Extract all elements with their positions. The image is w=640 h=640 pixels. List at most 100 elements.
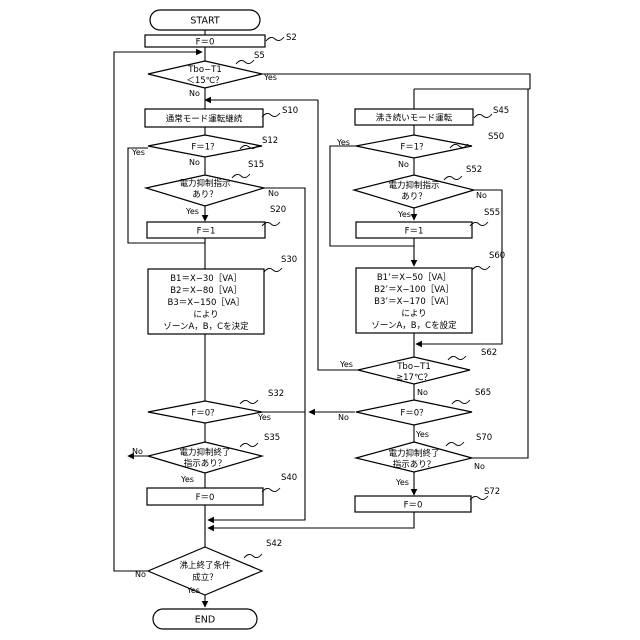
- svg-text:≧17℃？: ≧17℃？: [396, 373, 432, 383]
- yes-label: Yes: [395, 478, 409, 487]
- step-s20-box: F＝1: [147, 222, 265, 238]
- end-terminal: END: [153, 609, 257, 629]
- step-s35-decision: 電力抑制終了 指示あり？: [148, 442, 262, 473]
- start-label: START: [190, 16, 220, 27]
- svg-text:により: により: [401, 309, 426, 319]
- yes-label: Yes: [180, 475, 194, 484]
- step-s40-box: F＝0: [147, 488, 263, 505]
- step-label: S20: [270, 205, 286, 215]
- step-s30-box: B1＝X−30［VA］ B2＝X−80［VA］ B3＝X−150［VA］ により…: [148, 269, 264, 334]
- svg-text:F＝0: F＝0: [196, 493, 215, 503]
- step-label: S52: [466, 165, 482, 175]
- step-s60-box: B1’＝X−50［VA］ B2’＝X−100［VA］ B3’＝X−170［VA］…: [356, 268, 472, 333]
- yes-label: Yes: [397, 210, 411, 219]
- step-s55-box: F＝1: [356, 222, 472, 238]
- svg-text:F＝1: F＝1: [405, 227, 424, 237]
- end-label: END: [195, 615, 215, 626]
- svg-text:F＝0？: F＝0？: [191, 409, 218, 419]
- no-label: No: [268, 189, 279, 198]
- step-s10-box: 通常モード運転継続: [145, 109, 263, 127]
- svg-text:F＝1？: F＝1？: [191, 143, 218, 153]
- start-terminal: START: [150, 10, 260, 30]
- step-s45-box: 沸き続いモード運転: [355, 109, 473, 125]
- no-label: No: [338, 413, 349, 422]
- yes-label: Yes: [415, 430, 429, 439]
- no-label: No: [189, 89, 200, 98]
- no-label: No: [476, 191, 487, 200]
- svg-text:F＝0: F＝0: [404, 501, 423, 511]
- no-label: No: [132, 447, 143, 456]
- step-s70-decision: 電力抑制終了 指示あり？: [356, 442, 472, 472]
- svg-text:電力抑制終了: 電力抑制終了: [179, 447, 230, 458]
- svg-text:あり？: あり？: [192, 190, 218, 200]
- step-label: S70: [476, 433, 492, 443]
- svg-text:指示あり？: 指示あり？: [184, 458, 227, 469]
- svg-text:通常モード運転継続: 通常モード運転継続: [166, 114, 243, 125]
- step-label: S30: [281, 255, 297, 265]
- step-label: S32: [268, 389, 284, 399]
- yes-label: Yes: [336, 138, 350, 147]
- svg-text:F＝0: F＝0: [196, 38, 215, 48]
- svg-text:Tbo−T1: Tbo−T1: [396, 362, 431, 372]
- svg-text:B2＝X−80［VA］: B2＝X−80［VA］: [170, 286, 242, 296]
- yes-label: Yes: [263, 73, 277, 82]
- step-label: S40: [281, 473, 297, 483]
- step-s50-decision: F＝1？: [356, 135, 472, 158]
- svg-text:沸上終了条件: 沸上終了条件: [179, 560, 231, 571]
- step-s42-decision: 沸上終了条件 成立？: [148, 547, 262, 595]
- step-label: S5: [254, 51, 265, 61]
- yes-label: Yes: [257, 413, 271, 422]
- step-label: S35: [264, 433, 280, 443]
- step-label: S2: [286, 33, 297, 43]
- step-label: S65: [475, 388, 491, 398]
- svg-text:B1＝X−30［VA］: B1＝X−30［VA］: [170, 274, 242, 284]
- step-s62-decision: Tbo−T1 ≧17℃？: [358, 357, 470, 384]
- step-label: S10: [282, 106, 298, 116]
- yes-label: Yes: [131, 148, 145, 157]
- step-s72-box: F＝0: [355, 496, 471, 512]
- svg-text:Tbo−T1: Tbo−T1: [187, 65, 222, 75]
- svg-text:により: により: [193, 310, 218, 320]
- svg-text:成立？: 成立？: [192, 572, 218, 583]
- svg-text:ゾーンA，B，Cを決定: ゾーンA，B，Cを決定: [163, 321, 249, 332]
- svg-text:＜15℃？: ＜15℃？: [186, 76, 223, 86]
- step-label: S42: [266, 539, 282, 549]
- step-s2-box: F＝0: [145, 35, 265, 48]
- step-label: S15: [248, 160, 264, 170]
- step-s65-decision: F＝0？: [356, 400, 472, 425]
- svg-text:F＝1: F＝1: [197, 227, 216, 237]
- step-s32-decision: F＝0？: [148, 401, 262, 423]
- step-label: S12: [262, 136, 278, 146]
- yes-label: Yes: [185, 207, 199, 216]
- no-label: No: [474, 462, 485, 471]
- svg-text:電力抑制終了: 電力抑制終了: [388, 448, 439, 459]
- step-label: S55: [484, 208, 500, 218]
- svg-text:指示あり？: 指示あり？: [393, 459, 436, 470]
- svg-text:B1’＝X−50［VA］: B1’＝X−50［VA］: [377, 273, 451, 283]
- svg-text:ゾーンA，B，Cを設定: ゾーンA，B，Cを設定: [371, 320, 457, 331]
- svg-text:沸き続いモード運転: 沸き続いモード運転: [376, 113, 453, 124]
- no-label: No: [189, 158, 200, 167]
- yes-label: Yes: [186, 586, 200, 595]
- svg-text:F＝0？: F＝0？: [400, 409, 427, 419]
- svg-text:電力抑制指示: 電力抑制指示: [388, 180, 439, 191]
- svg-text:あり？: あり？: [401, 192, 427, 202]
- step-s12-decision: F＝1？: [148, 135, 262, 157]
- no-label: No: [417, 388, 428, 397]
- step-s15-decision: 電力抑制指示 あり？: [146, 175, 264, 206]
- no-label: No: [135, 570, 146, 579]
- svg-text:F＝1？: F＝1？: [400, 143, 427, 153]
- step-label: S62: [481, 348, 497, 358]
- svg-text:電力抑制指示: 電力抑制指示: [179, 178, 230, 189]
- yes-label: Yes: [339, 360, 353, 369]
- svg-text:B3’＝X−170［VA］: B3’＝X−170［VA］: [374, 297, 454, 307]
- svg-text:B2’＝X−100［VA］: B2’＝X−100［VA］: [374, 285, 454, 295]
- step-label: S50: [488, 132, 504, 142]
- svg-text:B3＝X−150［VA］: B3＝X−150［VA］: [168, 298, 245, 308]
- step-label: S60: [489, 251, 505, 261]
- no-label: No: [398, 160, 409, 169]
- step-label: S72: [484, 487, 500, 497]
- step-s5-decision: Tbo−T1 ＜15℃？: [148, 61, 262, 88]
- step-label: S45: [493, 106, 509, 116]
